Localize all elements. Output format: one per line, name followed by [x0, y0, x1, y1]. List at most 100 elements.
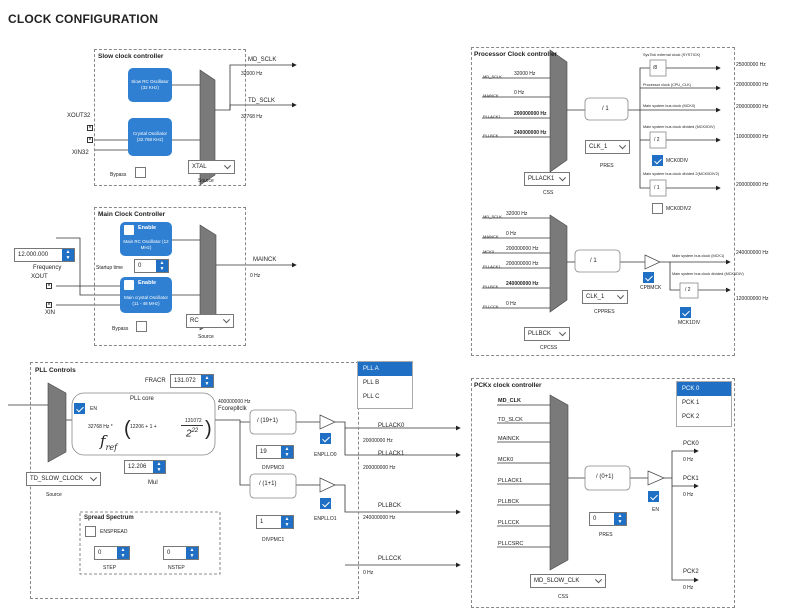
xout32-label: XOUT32	[67, 113, 91, 119]
pllcck-freq: 0 Hz	[363, 570, 374, 576]
chevron-down-icon	[89, 474, 98, 482]
mul-stepper[interactable]: 12.206▲▼	[124, 460, 166, 474]
enable-xtal-checkbox[interactable]	[124, 280, 134, 290]
pll-en-checkbox[interactable]	[74, 403, 85, 414]
pll-source-select[interactable]: TD_SLOW_CLOCK	[26, 472, 101, 486]
cpcss-input-freq: 0 Hz	[506, 231, 517, 237]
cpcss-select[interactable]: PLLBCK	[524, 327, 570, 341]
enpll1-checkbox[interactable]	[320, 498, 331, 509]
pck2-label: PCK2	[683, 569, 699, 575]
fracr-label: FRACR	[145, 378, 166, 384]
frequency-stepper[interactable]: 12.000.000▲▼	[14, 248, 75, 262]
stepper-arrows-icon[interactable]: ▲▼	[153, 461, 165, 473]
enable-rc-checkbox[interactable]	[124, 225, 134, 235]
slow-source-select[interactable]: XTAL	[188, 160, 235, 174]
css-select[interactable]: PLLACK1	[524, 172, 570, 186]
css-input-name: PLLBCK	[483, 133, 499, 138]
slow-crystal-oscillator[interactable]: Crystal Oscillator (32.768 KHz)	[128, 118, 172, 156]
main-bypass-label: Bypass	[112, 326, 129, 332]
formula-numerator: 131072	[185, 418, 202, 424]
css-input-freq: 32000 Hz	[514, 71, 536, 77]
step-stepper[interactable]: 0▲▼	[94, 546, 130, 560]
pck-list-item[interactable]: PCK 1	[682, 400, 700, 406]
pck-input-name: MD_CLK	[498, 398, 521, 404]
pck-divider: / (0+1)	[596, 474, 614, 480]
xin-pin-icon: ×	[46, 302, 52, 308]
nstep-stepper[interactable]: 0▲▼	[163, 546, 199, 560]
main-source-select[interactable]: RC	[186, 314, 234, 328]
cpcss-input-name: PLLBCK	[483, 284, 499, 289]
mck1div-checkbox[interactable]	[680, 307, 691, 318]
nstep-label: NSTEP	[168, 565, 185, 571]
css-mux	[549, 49, 568, 173]
pll-list-item[interactable]: PLL B	[363, 380, 380, 386]
mck0div-checkbox[interactable]	[652, 155, 663, 166]
stepper-arrows-icon[interactable]: ▲▼	[117, 547, 129, 559]
xout-pin-icon: ×	[46, 283, 52, 289]
cpcss-input-freq: 0 Hz	[506, 301, 517, 307]
chevron-down-icon	[594, 576, 603, 584]
cppres-label: CPPRES	[594, 309, 615, 315]
slow-bypass-checkbox[interactable]	[135, 167, 146, 178]
main-clock-panel	[94, 207, 246, 346]
fcore-freq: 400000000 Hz	[218, 399, 251, 405]
stepper-arrows-icon[interactable]: ▲▼	[186, 547, 198, 559]
stepper-arrows-icon[interactable]: ▲▼	[281, 516, 293, 528]
cpbmck-checkbox[interactable]	[643, 272, 654, 283]
enpll0-checkbox[interactable]	[320, 433, 331, 444]
css-input-freq: 240000000 Hz	[514, 130, 547, 136]
enspread-checkbox[interactable]	[85, 526, 96, 537]
formula-mul: 12206 + 1 +	[130, 424, 157, 430]
pck-en-checkbox[interactable]	[648, 491, 659, 502]
mck0div2-checkbox[interactable]	[652, 203, 663, 214]
pll-list-item[interactable]: PLL A	[358, 362, 412, 376]
xout-label: XOUT	[31, 274, 48, 280]
pll-title: PLL Controls	[35, 367, 76, 374]
pres-divider: / 1	[602, 106, 609, 112]
divpmc1-stepper[interactable]: 1▲▼	[256, 515, 294, 529]
md-sclk-label: MD_SCLK	[248, 57, 277, 63]
stepper-arrows-icon[interactable]: ▲▼	[62, 249, 74, 261]
cppres-select[interactable]: CLK_1	[582, 290, 628, 304]
fracr-stepper[interactable]: 131.072▲▼	[170, 374, 214, 388]
main-rc-oscillator[interactable]: Enable Main RC Oscillator (12 MHz)	[120, 222, 172, 256]
pll-list[interactable]: PLL A PLL B PLL C	[357, 361, 413, 409]
pllack0-label: PLLACK0	[378, 423, 405, 429]
mck0div-caption: Main system bus clock divided (MCK0DIV)	[643, 125, 715, 129]
formula-fraction-bar	[181, 425, 203, 426]
startup-time-stepper[interactable]: 0▲▼	[134, 259, 169, 273]
chevron-down-icon	[558, 329, 567, 337]
main-crystal-oscillator[interactable]: Enable Main crystal Oscillator (11 - 48 …	[120, 277, 172, 313]
pck-css-select[interactable]: MD_SLOW_CLK	[530, 574, 606, 588]
slow-mux	[199, 69, 216, 186]
mck0div2-freq: 200000000 Hz	[736, 182, 769, 188]
mck0div-freq: 100000000 Hz	[736, 134, 769, 140]
stepper-arrows-icon[interactable]: ▲▼	[156, 260, 168, 272]
main-bypass-checkbox[interactable]	[136, 321, 147, 332]
mck1-freq: 240000000 Hz	[736, 250, 769, 256]
main-clock-title: Main Clock Controller	[98, 211, 166, 218]
pck-pres-stepper[interactable]: 0▲▼	[589, 512, 627, 526]
stepper-arrows-icon[interactable]: ▲▼	[614, 513, 626, 525]
pres-select[interactable]: CLK_1	[585, 140, 630, 154]
mck1div-freq: 120000000 Hz	[736, 296, 769, 302]
pck2-freq: 0 Hz	[683, 585, 694, 591]
pck-list[interactable]: PCK 0 PCK 1 PCK 2	[676, 381, 732, 427]
formula-denominator: 222	[186, 428, 199, 440]
pck-list-item[interactable]: PCK 0	[677, 382, 731, 396]
pck-css-mux	[549, 394, 569, 571]
stepper-arrows-icon[interactable]: ▲▼	[201, 375, 213, 387]
mck0-freq: 200000000 Hz	[736, 104, 769, 110]
divpmc0-stepper[interactable]: 19▲▼	[256, 445, 294, 459]
pck-input-name: PLLCSRC	[498, 541, 524, 547]
slow-source-label: Source	[198, 178, 214, 184]
slow-rc-oscillator[interactable]: Slow RC Oscillator (32 KHz)	[128, 68, 172, 102]
chevron-down-icon	[618, 142, 627, 150]
mck0div2-divider: / 1	[654, 185, 660, 191]
frequency-label: Frequency	[33, 265, 62, 271]
pck-list-item[interactable]: PCK 2	[682, 414, 700, 420]
pll-list-item[interactable]: PLL C	[363, 394, 380, 400]
pck-input-name: TD_SLCK	[498, 417, 523, 423]
stepper-arrows-icon[interactable]: ▲▼	[281, 446, 293, 458]
processor-clock-title: Processor Clock controller	[474, 51, 558, 58]
